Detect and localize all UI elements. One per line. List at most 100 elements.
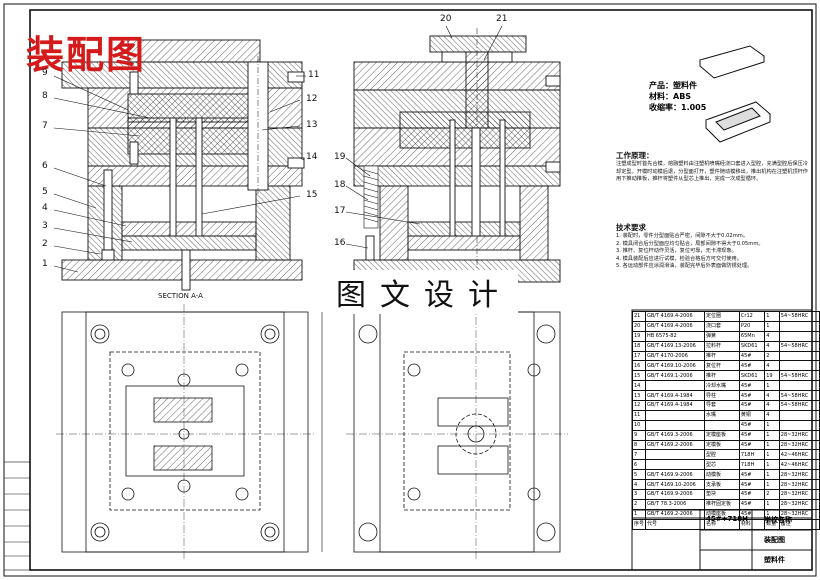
bom-cell: 7 <box>632 449 646 461</box>
work-principle: 工作原理： 注塑成型时首先合模，熔融塑料由注塑机喷嘴经浇口套进入型腔，充满型腔后… <box>616 152 812 184</box>
bom-cell: 拉料杆 <box>703 340 740 352</box>
bom-cell: GB/T 4169.4-1984 <box>645 390 705 402</box>
part-number-3: 3 <box>42 221 48 231</box>
bom-cell: 28~32HRC <box>778 429 820 441</box>
assembly-drawing-stamp: 装配图 <box>26 32 147 77</box>
bom-cell: 54~58HRC <box>778 400 820 411</box>
bom-cell: 1 <box>764 469 780 481</box>
product-material: 材料：ABS <box>649 92 692 101</box>
bom-cell: GB/T 4169.9-2006 <box>645 469 705 481</box>
bom-cell: 弹簧 <box>703 330 740 342</box>
bom-cell: 45# <box>738 479 766 491</box>
bom-cell: 19 <box>764 370 780 382</box>
part-number-17: 17 <box>334 206 346 216</box>
product-shrink: 收缩率：1.005 <box>649 103 707 112</box>
bom-cell: 浇口套 <box>703 320 740 332</box>
bom-cell: 1 <box>632 508 646 520</box>
leader-lines-left <box>53 75 306 273</box>
bom-cell: 45# <box>738 498 766 510</box>
work-principle-title: 工作原理： <box>616 151 654 160</box>
bom-cell: 28~32HRC <box>778 498 820 510</box>
bom-cell: 21 <box>632 311 646 322</box>
bom-cell: GB/T 4169.1-2006 <box>645 370 705 382</box>
bom-cell <box>778 380 820 392</box>
bom-cell: 备注 <box>778 518 820 530</box>
bom-cell: 5 <box>632 469 646 481</box>
bom-cell <box>778 350 820 362</box>
bom-cell: 18 <box>632 340 646 352</box>
bom-cell <box>703 419 740 431</box>
bom-cell: 1 <box>764 439 780 451</box>
bom-cell: 复位杆 <box>703 360 740 372</box>
bom-cell: 10 <box>632 419 646 431</box>
bom-cell: 45# <box>738 350 766 362</box>
bom-cell: 45# <box>738 400 766 411</box>
bom-cell: 序号 <box>632 518 646 530</box>
bom-cell: 1 <box>764 320 780 332</box>
tech-req-title: 技术要求 <box>616 223 646 232</box>
bom-cell: 1 <box>764 429 780 441</box>
plan-view-fixed-half <box>346 304 568 560</box>
bom-cell: 45# <box>738 429 766 441</box>
part-number-11: 11 <box>308 70 320 80</box>
bom-cell <box>645 459 705 471</box>
product-isometric <box>698 45 771 143</box>
bom-cell: 8 <box>632 439 646 451</box>
part-number-7: 7 <box>42 121 48 131</box>
bom-cell: 4 <box>764 360 780 372</box>
tech-req-item: 5. 各运动部件应涂润滑油，装配完毕后外表面做防锈处理。 <box>616 263 753 270</box>
part-number-16: 16 <box>334 238 346 248</box>
bom-cell: 材料 <box>738 518 766 530</box>
section-view-a-a <box>61 39 305 291</box>
bom-cell: 型芯 <box>703 459 740 471</box>
bom-cell: P20 <box>738 320 766 332</box>
bom-cell: 54~58HRC <box>778 370 820 382</box>
product-name: 产品：塑料件 <box>649 81 697 90</box>
bom-cell: 推杆 <box>703 370 740 382</box>
part-number-20: 20 <box>440 14 452 24</box>
bom-cell: GB/T 4169.10-2006 <box>645 360 705 372</box>
bom-cell: 1 <box>764 311 780 322</box>
bom-cell: 45# <box>738 390 766 402</box>
bom-cell: 2 <box>764 489 780 500</box>
bom-cell: 1 <box>764 380 780 392</box>
bom-cell: 28~32HRC <box>778 439 820 451</box>
bom-cell: GB/T 4169.3-2006 <box>645 429 705 441</box>
bom-cell: 4 <box>764 340 780 352</box>
bom-cell <box>645 449 705 461</box>
bom-cell: 动模板 <box>703 469 740 481</box>
bom-cell: 代号 <box>645 518 705 530</box>
title-block-material: 45#+718H <box>706 515 748 523</box>
bom-cell: GB/T 4170-2006 <box>645 350 705 362</box>
bom-cell: 4 <box>764 409 780 421</box>
bom-cell: 2 <box>764 350 780 362</box>
bom-cell: 推杆 <box>703 350 740 362</box>
bom-cell: 1 <box>764 419 780 431</box>
bom-cell: 冷却水嘴 <box>703 380 740 392</box>
bom-cell: HB 6575-82 <box>645 330 705 342</box>
bom-row: 10 45#1 <box>632 419 820 431</box>
bom-cell: 45# <box>738 419 766 431</box>
bom-cell <box>778 320 820 332</box>
bom-cell: GB/T 4169.10-2006 <box>645 479 705 491</box>
bom-cell: 1 <box>764 449 780 461</box>
bom-cell: 16 <box>632 360 646 372</box>
title-block-part-name: 塑料件 <box>764 556 785 564</box>
bom-cell: 718H <box>738 459 766 471</box>
bom-cell: 黄铜 <box>738 409 766 421</box>
bom-cell: 垫块 <box>703 489 740 500</box>
bom-cell <box>778 409 820 421</box>
bom-cell: GB/T 4169.9-2006 <box>645 489 705 500</box>
bom-cell: 导柱 <box>703 390 740 402</box>
bom-cell: 45# <box>738 380 766 392</box>
bom-cell <box>645 419 705 431</box>
